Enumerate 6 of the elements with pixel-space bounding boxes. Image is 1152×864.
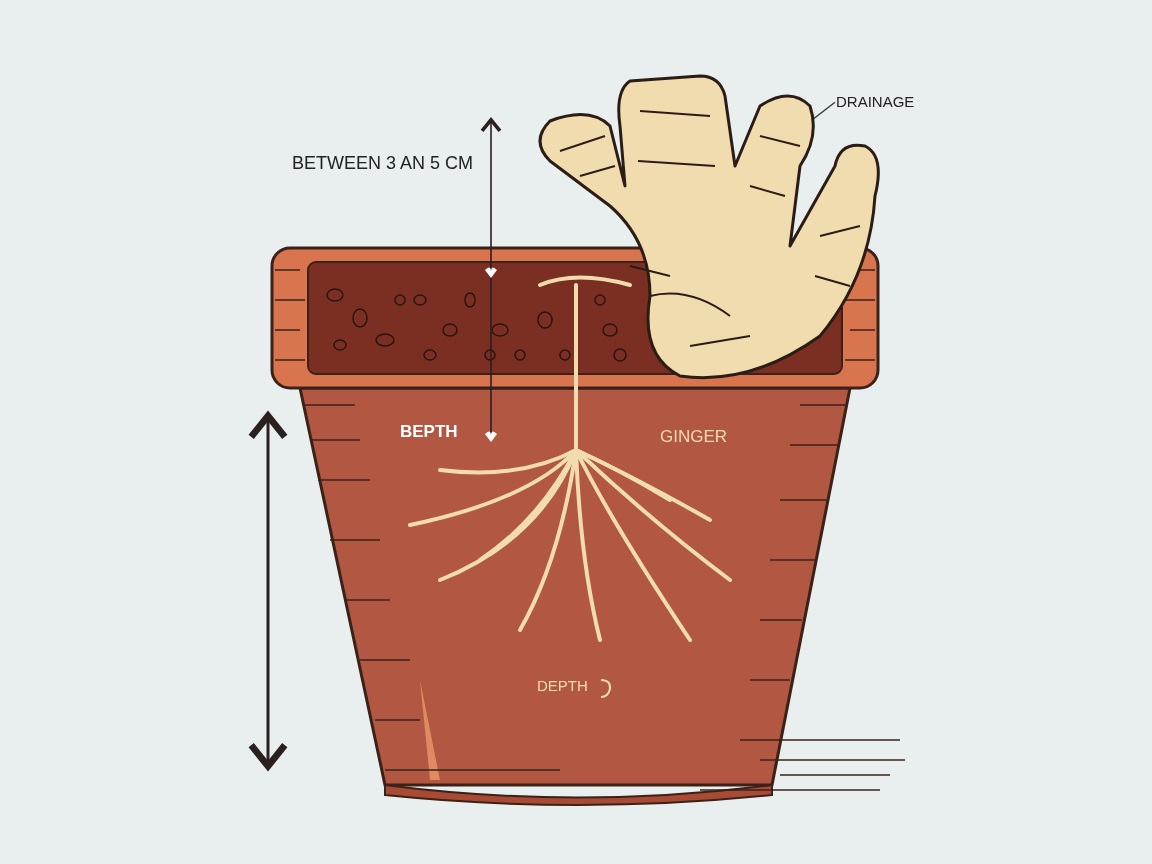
leader-line	[811, 101, 836, 121]
depth-label: DEPTH	[537, 678, 588, 695]
callout-label: DRAINAGE	[836, 94, 915, 111]
plant-label: GINGER	[660, 428, 728, 447]
dimension-label: BETWEEN 3 AN 5 CM	[292, 154, 474, 174]
depth-label: BEPTH	[400, 423, 458, 442]
